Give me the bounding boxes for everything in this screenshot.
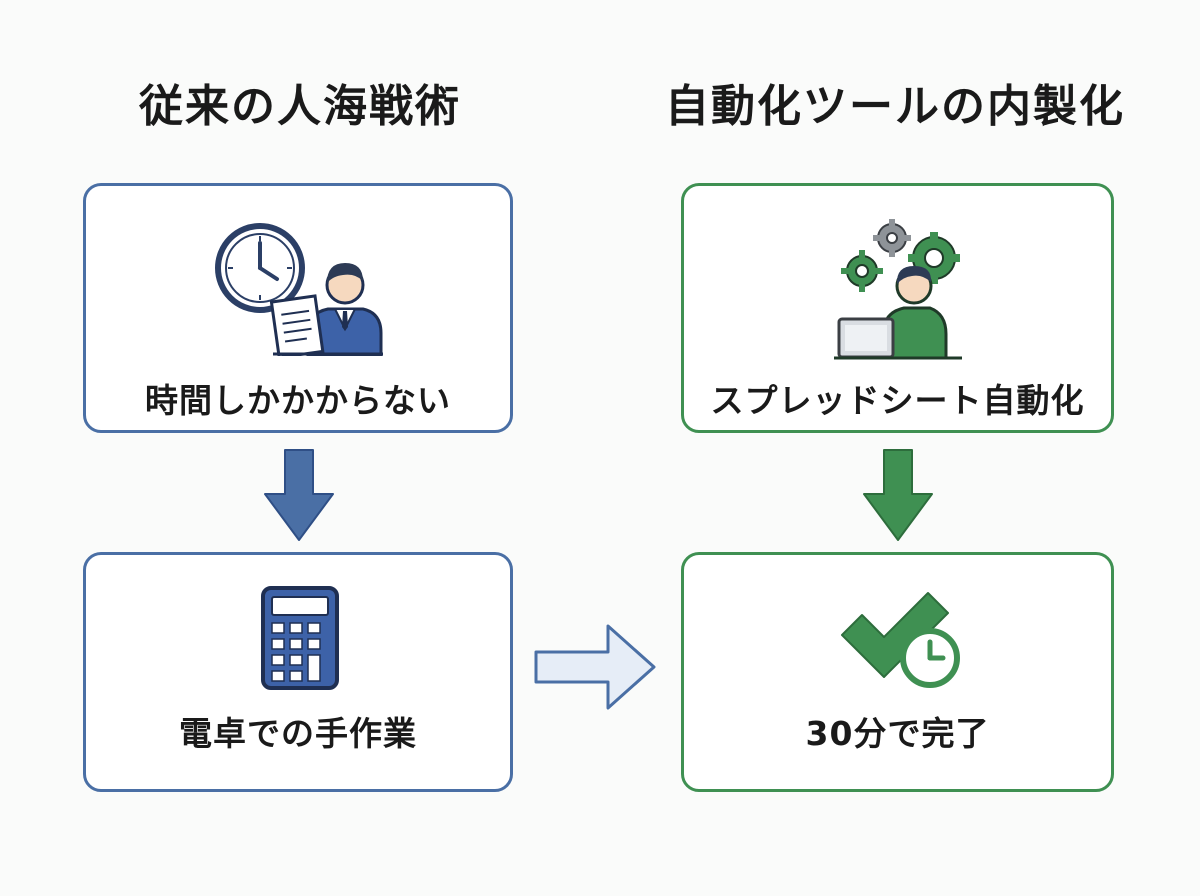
gears-and-laptop-worker-icon [834, 219, 962, 360]
right-down-arrow [863, 449, 933, 541]
spreadsheet-automation-label: スプレッドシート自動化 [710, 381, 1085, 420]
completion-label: 30分で完了 [805, 714, 990, 753]
manual-calculation-label: 電卓での手作業 [179, 714, 417, 753]
manual-time-card: 時間しかかからない [83, 183, 513, 433]
spreadsheet-automation-card: スプレッドシート自動化 [681, 183, 1114, 433]
manual-time-label: 時間しかかからない [145, 381, 451, 420]
left-column-title: 従来の人海戦術 [139, 81, 461, 132]
manual-calculation-card: 電卓での手作業 [83, 552, 513, 792]
completion-card: 30分で完了 [681, 552, 1114, 792]
right-column-title: 自動化ツールの内製化 [665, 81, 1125, 132]
clock-and-businessman-icon [215, 223, 383, 356]
checkmark-clock-icon [841, 592, 960, 688]
left-down-arrow [264, 449, 334, 541]
transition-arrow [534, 624, 656, 710]
calculator-icon [261, 586, 339, 690]
